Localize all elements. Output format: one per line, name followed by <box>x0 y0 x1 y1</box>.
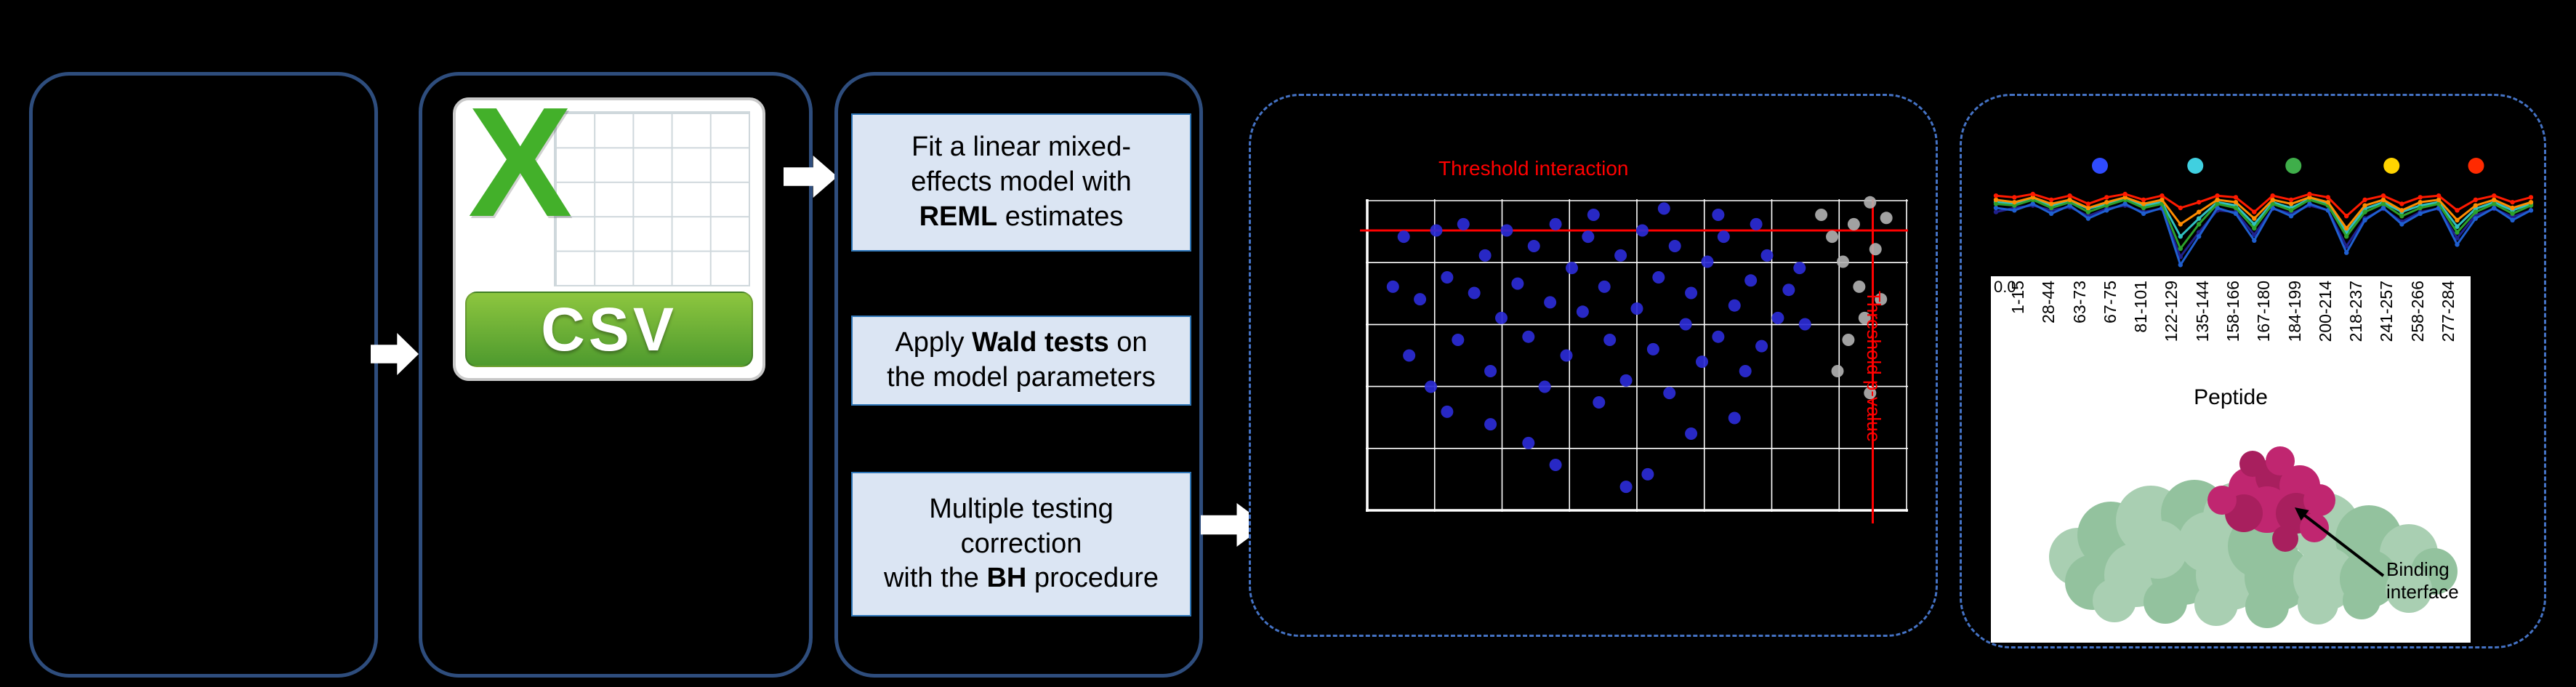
binding-interface-label: Binding interface <box>2386 558 2459 603</box>
step-wald-line1: Apply Wald tests on <box>895 327 1148 358</box>
csv-file-icon: X CSV <box>453 84 765 381</box>
csv-banner: CSV <box>464 292 754 367</box>
csv-page: X CSV <box>453 84 765 381</box>
peptide-tick: 81-101 <box>2131 281 2151 333</box>
uptake-profile-chart <box>1993 158 2534 268</box>
step-wald-box: Apply Wald tests on the model parameters <box>851 316 1191 406</box>
step-reml-line1: Fit a linear mixed- <box>911 132 1131 163</box>
peptide-tick: 158-166 <box>2223 281 2242 342</box>
peptide-tick: 63-73 <box>2069 281 2089 324</box>
step-wald-line2: the model parameters <box>887 362 1156 393</box>
peptide-tick: 167-180 <box>2254 281 2274 342</box>
peptide-tick-labels: 1-15 28-44 63-73 67-75 81-101 122-129 135-144 1… <box>2008 281 2458 377</box>
peptide-tick: 258-266 <box>2407 281 2427 342</box>
volcano-plot-region: Threshold interaction Threshold p-value <box>1249 94 1938 637</box>
spreadsheet-grid <box>554 111 751 287</box>
peptide-axis-label: Peptide <box>2194 385 2268 409</box>
peptide-tick: 241-257 <box>2377 281 2396 342</box>
peptide-tick: 122-129 <box>2162 281 2181 342</box>
peptide-axis-panel: 0.0 1-15 28-44 63-73 67-75 81-101 122-129 135-… <box>1991 276 2471 643</box>
volcano-scatter-plot <box>1360 196 1908 523</box>
csv-panel: X CSV <box>419 72 813 678</box>
step-bh-line3: with the BH procedure <box>883 563 1159 594</box>
step-bh-line1: Multiple testing <box>929 493 1114 524</box>
peptide-tick: 67-75 <box>2100 281 2120 324</box>
excel-x-logo: X <box>467 74 573 250</box>
step-reml-line3: REML estimates <box>919 201 1124 232</box>
step-bh-line2: correction <box>960 528 1082 559</box>
peptide-tick: 218-237 <box>2346 281 2366 342</box>
peptide-results-region: 0.0 1-15 28-44 63-73 67-75 81-101 122-129 135-… <box>1960 94 2546 648</box>
y-axis-zero-label: 0.0 <box>1994 278 2016 296</box>
step-reml-box: Fit a linear mixed- effects model with R… <box>851 113 1191 252</box>
protein-structure <box>2049 446 2458 628</box>
peptide-tick: 135-144 <box>2192 281 2212 342</box>
peptide-tick: 200-214 <box>2315 281 2335 342</box>
binding-arrow-head-icon <box>2295 507 2309 521</box>
threshold-interaction-label: Threshold interaction <box>1438 157 1629 180</box>
step-reml-line2: effects model with <box>911 166 1132 198</box>
peptide-tick: 1-15 <box>2008 281 2027 315</box>
threshold-pvalue-label: Threshold p-value <box>1863 291 1885 443</box>
model-pipeline-panel: Fit a linear mixed- effects model with R… <box>834 72 1864 678</box>
input-panel <box>29 72 378 678</box>
peptide-tick: 277-284 <box>2438 281 2458 342</box>
peptide-tick: 28-44 <box>2039 281 2058 324</box>
binding-arrow-line <box>2298 510 2385 577</box>
step-bh-box: Multiple testing correction with the BH … <box>851 472 1191 616</box>
peptide-tick: 184-199 <box>2285 281 2304 342</box>
